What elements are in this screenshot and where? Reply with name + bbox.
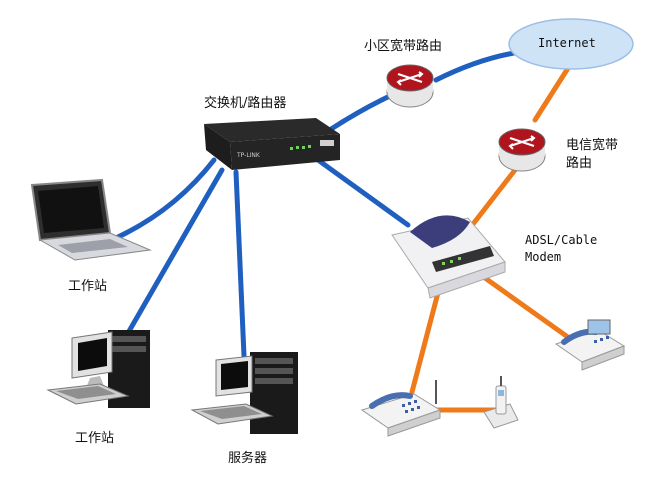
community-router-label: 小区宽带路由 — [364, 39, 443, 54]
cordless-phone-node — [483, 376, 519, 429]
line-internet-to-telecom-router — [532, 62, 573, 123]
switch-icon: TP-LINK — [204, 118, 340, 170]
server-node — [190, 352, 298, 434]
desktop-node — [46, 330, 150, 408]
community-router-node — [386, 64, 434, 108]
left-telephone-node — [360, 380, 442, 437]
router-icon — [386, 64, 434, 108]
line-modem-to-right-phone — [482, 275, 575, 343]
router-icon — [498, 128, 546, 172]
line-modem-to-left-phone — [409, 282, 443, 395]
cable-switch-to-community-router — [322, 92, 395, 136]
lan-connections — [115, 49, 523, 359]
modem-node — [391, 215, 506, 299]
telephone-icon — [554, 319, 626, 371]
internet-node — [508, 18, 634, 70]
laptop-node — [30, 178, 152, 261]
cordless-phone-icon — [483, 376, 519, 429]
switch-node: TP-LINK — [204, 118, 340, 170]
modem-icon — [391, 215, 506, 299]
telecom-router-label-line1: 电信宽带 — [566, 138, 619, 153]
cloud-icon — [508, 18, 634, 70]
modem-label-line2: Modem — [525, 250, 562, 264]
modem-label-line1: ADSL/Cable — [525, 233, 598, 247]
line-telecom-router-to-modem — [467, 167, 518, 231]
cable-switch-to-desktop — [125, 167, 225, 336]
right-telephone-node — [554, 319, 626, 371]
cable-switch-to-server — [233, 169, 247, 359]
laptop-icon — [30, 178, 152, 261]
telephone-icon — [360, 380, 442, 437]
cable-switch-to-laptop — [115, 157, 217, 240]
server-tower-icon — [190, 352, 298, 434]
desktop-workstation-label: 工作站 — [75, 431, 115, 446]
internet-label: Internet — [538, 36, 596, 50]
cable-switch-to-modem — [315, 157, 411, 228]
phone-line-connections — [409, 62, 575, 413]
telecom-router-node — [498, 128, 546, 172]
laptop-workstation-label: 工作站 — [68, 279, 108, 294]
switch-brand-text: TP-LINK — [236, 152, 261, 159]
telecom-router-label-line2: 路由 — [566, 156, 593, 171]
desktop-computer-icon — [46, 330, 150, 408]
server-label: 服务器 — [228, 451, 268, 466]
switch-router-label: 交换机/路由器 — [204, 96, 287, 111]
cable-community-router-to-internet — [433, 49, 523, 83]
